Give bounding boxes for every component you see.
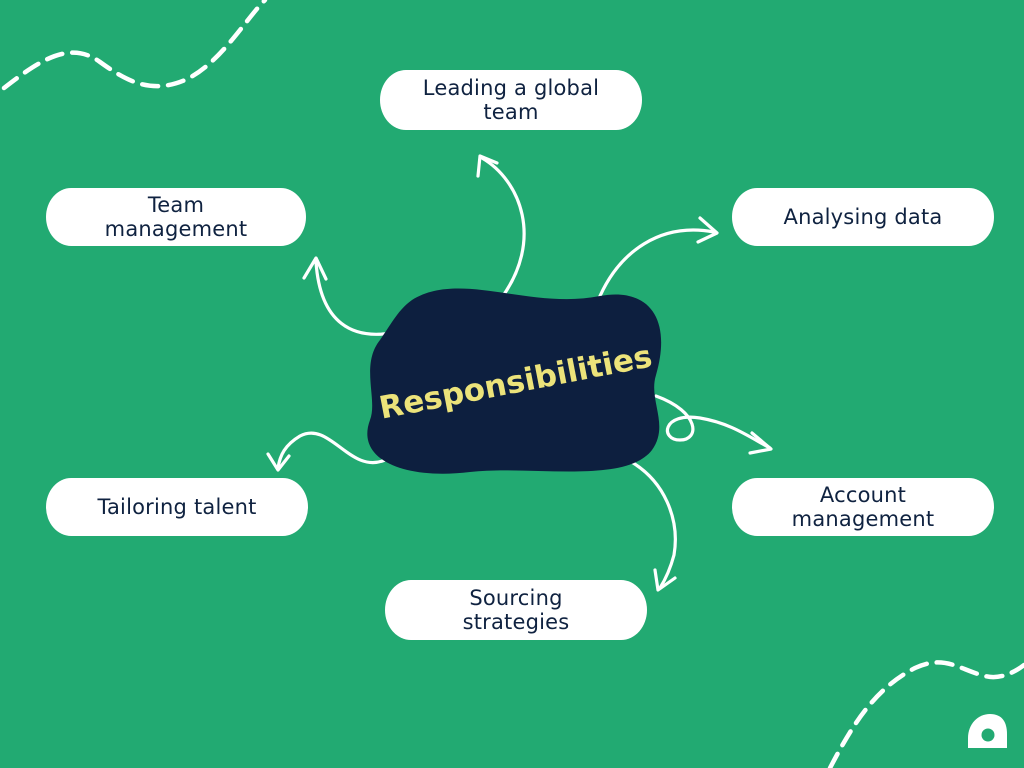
node-label-line2: strategies: [462, 610, 570, 634]
node-analysing-data: Analysing data: [732, 188, 994, 246]
arrowhead-leading-team: [476, 154, 499, 178]
node-label: Analysing data: [783, 205, 943, 229]
connector-sourcing-strategies: [626, 458, 677, 590]
arrowhead-analysing-data: [696, 216, 719, 244]
connector-tailoring-talent: [276, 431, 387, 470]
node-label-line1: Sourcing: [469, 586, 563, 610]
node-tailoring-talent: Tailoring talent: [46, 478, 308, 536]
node-account-management: Account management: [732, 478, 994, 536]
node-label-line1: Account: [819, 483, 907, 507]
dashed-squiggle-top-left: [1, 0, 268, 91]
arrowhead-account-management: [748, 431, 773, 455]
node-label-line1: Leading a global: [422, 76, 600, 100]
arrowhead-sourcing-strategies: [653, 568, 677, 592]
arrowhead-tailoring-talent: [266, 452, 291, 472]
a-logo-icon: [968, 714, 1007, 748]
node-label: Tailoring talent: [97, 495, 257, 519]
node-sourcing-strategies: Sourcing strategies: [385, 580, 647, 640]
node-leading-global-team: Leading a global team: [380, 70, 642, 130]
node-label-line2: management: [791, 507, 935, 531]
connector-analysing-data: [598, 228, 716, 298]
node-label-line2: team: [483, 100, 539, 124]
center-blob: [367, 288, 662, 474]
connector-leading-team: [480, 156, 526, 302]
node-label-line1: Team: [147, 193, 205, 217]
connector-account-management: [654, 394, 772, 450]
node-label-line2: management: [104, 217, 248, 241]
dashed-squiggle-bottom-right: [827, 660, 1024, 768]
arrowhead-team-management: [302, 256, 328, 281]
node-team-management: Team management: [46, 188, 306, 246]
